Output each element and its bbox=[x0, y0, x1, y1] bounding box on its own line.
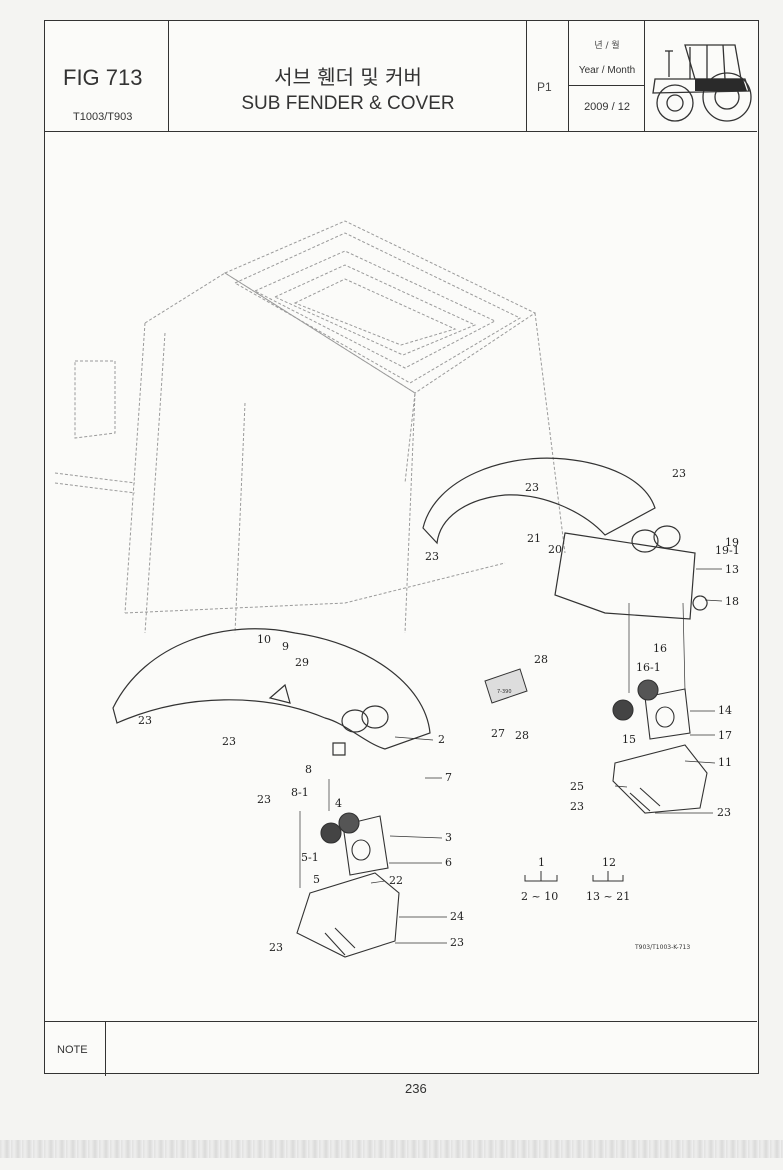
date-divider bbox=[569, 85, 645, 86]
callout-8-1: 8-1 bbox=[291, 786, 309, 799]
group-legend: 1 2 ~ 10 13 ~ 21 T903/T1003-K-713 bbox=[521, 856, 690, 951]
right-lamp-assembly-drawing bbox=[612, 679, 708, 814]
leader-lines bbox=[299, 568, 723, 944]
callout-7: 7 bbox=[445, 771, 452, 784]
callout-16: 16 bbox=[653, 642, 667, 655]
callout-28-upper: 28 bbox=[534, 653, 548, 666]
callout-29: 29 bbox=[295, 656, 309, 669]
note-divider bbox=[105, 1022, 106, 1076]
callout-8: 8 bbox=[305, 763, 312, 776]
callout-25: 25 bbox=[570, 780, 584, 793]
callout-27: 27 bbox=[491, 727, 505, 740]
callout-19: 19 bbox=[725, 536, 739, 549]
callout-14: 14 bbox=[718, 704, 732, 717]
title-cell: 서브 휀더 및 커버 SUB FENDER & COVER bbox=[169, 21, 527, 131]
plate-text: 7-390 bbox=[497, 689, 512, 695]
callout-22: 22 bbox=[389, 874, 403, 887]
page-number: 236 bbox=[405, 1081, 427, 1096]
callout-16-1: 16-1 bbox=[636, 661, 661, 674]
callout-15: 15 bbox=[622, 733, 636, 746]
callout-23-bottom-left: 23 bbox=[269, 941, 283, 954]
tractor-logo-icon bbox=[652, 44, 752, 122]
page-label: P1 bbox=[537, 80, 552, 94]
callout-23-lower: 23 bbox=[257, 793, 271, 806]
callout-23-top: 23 bbox=[525, 481, 539, 494]
callout-5: 5 bbox=[313, 873, 320, 886]
callout-10: 10 bbox=[257, 633, 271, 646]
fig-cell: FIG 713 T1003/T903 bbox=[45, 21, 169, 131]
legend-range-1: 2 ~ 10 bbox=[521, 890, 558, 903]
exploded-parts-diagram: 7-390 2 3 4 5 5-1 6 7 8 8-1 9 10 11 12 1… bbox=[54, 220, 740, 958]
callout-18: 18 bbox=[725, 595, 739, 608]
legend-parent-1: 1 bbox=[538, 856, 545, 869]
callout-17: 17 bbox=[718, 729, 732, 742]
left-lamp-assembly-drawing bbox=[296, 812, 400, 958]
callout-11: 11 bbox=[718, 756, 732, 769]
right-fender-drawing bbox=[422, 457, 708, 620]
callout-2: 2 bbox=[438, 733, 445, 746]
logo-cell bbox=[645, 21, 757, 131]
callout-4: 4 bbox=[335, 797, 342, 810]
parts-catalog-page: FIG 713 T1003/T903 서브 휀더 및 커버 SUB FENDER… bbox=[44, 20, 759, 1076]
left-fender-drawing bbox=[112, 628, 431, 756]
legend-range-12: 13 ~ 21 bbox=[586, 890, 630, 903]
callout-23-mid: 23 bbox=[222, 735, 236, 748]
page-cell: P1 bbox=[527, 21, 569, 131]
callout-21: 21 bbox=[527, 532, 541, 545]
callout-20: 20 bbox=[548, 543, 562, 556]
callout-3: 3 bbox=[445, 831, 452, 844]
callout-24: 24 bbox=[450, 910, 464, 923]
model-number: T1003/T903 bbox=[73, 111, 133, 123]
callout-28-lower: 28 bbox=[515, 729, 529, 742]
callout-5-1: 5-1 bbox=[301, 851, 319, 864]
date-cell: 년 / 월 Year / Month 2009 / 12 bbox=[569, 21, 645, 131]
fig-number: FIG 713 bbox=[63, 65, 143, 90]
drawing-reference: T903/T1003-K-713 bbox=[634, 944, 690, 951]
callout-23-right: 23 bbox=[672, 467, 686, 480]
callout-23-cover-right: 23 bbox=[717, 806, 731, 819]
callout-9: 9 bbox=[282, 640, 289, 653]
callout-23-bottom-right: 23 bbox=[450, 936, 464, 949]
header-table: FIG 713 T1003/T903 서브 휀더 및 커버 SUB FENDER… bbox=[45, 21, 757, 132]
callout-13: 13 bbox=[725, 563, 739, 576]
callout-6: 6 bbox=[445, 856, 452, 869]
callout-labels: 2 3 4 5 5-1 6 7 8 8-1 9 10 11 12 13 14 1… bbox=[138, 467, 740, 954]
callout-23-left: 23 bbox=[138, 714, 152, 727]
callout-23-fender: 23 bbox=[425, 550, 439, 563]
date-label-korean: 년 / 월 bbox=[594, 41, 620, 51]
callout-19-1: 19-1 bbox=[715, 544, 740, 557]
legend-bracket-1 bbox=[524, 871, 558, 882]
legend-bracket-12 bbox=[592, 871, 624, 882]
cab-frame-drawing bbox=[54, 220, 566, 634]
date-value: 2009 / 12 bbox=[584, 101, 630, 113]
scan-artifact-strip bbox=[0, 1140, 783, 1158]
plate-drawing: 7-390 bbox=[484, 668, 528, 704]
date-label-english: Year / Month bbox=[578, 65, 636, 76]
title-english: SUB FENDER & COVER bbox=[241, 93, 455, 114]
note-row: NOTE bbox=[45, 1021, 757, 1076]
callout-12: 12 bbox=[602, 856, 616, 869]
callout-23-cover-left: 23 bbox=[570, 800, 584, 813]
note-label: NOTE bbox=[57, 1044, 88, 1056]
title-korean: 서브 휀더 및 커버 bbox=[274, 65, 422, 89]
